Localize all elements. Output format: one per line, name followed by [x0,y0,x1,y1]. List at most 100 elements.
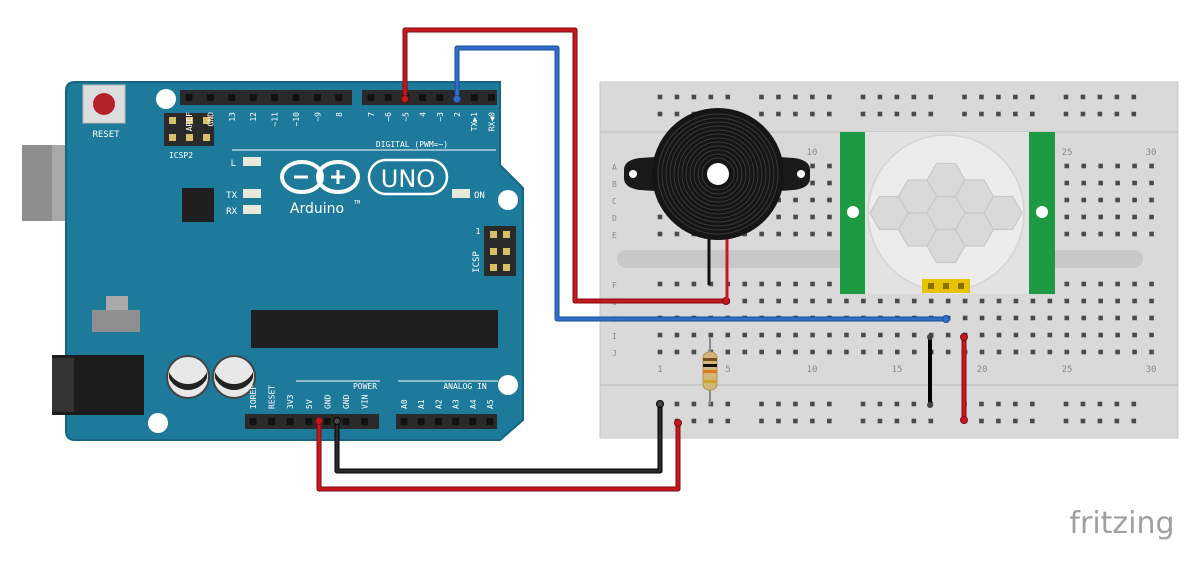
breadboard-hole[interactable] [776,214,781,220]
breadboard-hole[interactable] [945,349,951,355]
breadboard-hole[interactable] [1030,401,1035,407]
breadboard-hole[interactable] [1080,94,1086,100]
breadboard-hole[interactable] [877,111,883,117]
breadboard-hole[interactable] [1030,111,1035,117]
breadboard-hole[interactable] [894,401,900,407]
breadboard-hole[interactable] [674,401,680,407]
breadboard-hole[interactable] [945,332,951,338]
breadboard-hole[interactable] [1131,401,1137,407]
breadboard-hole[interactable] [810,281,815,287]
header-pin[interactable] [305,418,313,425]
breadboard-hole[interactable] [827,281,832,287]
breadboard-hole[interactable] [894,418,900,424]
breadboard-hole[interactable] [1115,349,1120,355]
breadboard-hole[interactable] [674,332,680,338]
breadboard-hole[interactable] [1013,418,1018,424]
breadboard-hole[interactable] [1081,349,1087,355]
breadboard-hole[interactable] [911,418,917,424]
breadboard-hole[interactable] [911,332,917,338]
breadboard-hole[interactable] [810,180,815,186]
breadboard-hole[interactable] [878,332,883,338]
breadboard-hole[interactable] [776,281,781,287]
breadboard-hole[interactable] [1098,197,1103,203]
breadboard-hole[interactable] [1064,281,1070,287]
breadboard-hole[interactable] [996,401,1001,407]
breadboard-hole[interactable] [776,349,781,355]
breadboard-hole[interactable] [844,349,849,355]
breadboard-hole[interactable] [1114,418,1120,424]
breadboard-hole[interactable] [810,214,815,220]
breadboard-hole[interactable] [742,349,748,355]
breadboard-hole[interactable] [810,298,815,304]
breadboard-hole[interactable] [861,332,866,338]
breadboard-hole[interactable] [1149,315,1154,321]
breadboard-hole[interactable] [1080,111,1086,117]
header-pin[interactable] [419,94,427,101]
breadboard-hole[interactable] [827,349,832,355]
breadboard-hole[interactable] [979,349,985,355]
breadboard-hole[interactable] [1115,163,1120,169]
breadboard-hole[interactable] [810,163,815,169]
breadboard-hole[interactable] [1013,315,1019,321]
breadboard-hole[interactable] [1030,349,1036,355]
breadboard-hole[interactable] [1064,315,1070,321]
breadboard-hole[interactable] [1030,332,1036,338]
breadboard-hole[interactable] [793,298,798,304]
breadboard-hole[interactable] [979,315,985,321]
breadboard-hole[interactable] [1132,315,1137,321]
breadboard-hole[interactable] [1030,94,1035,100]
breadboard-hole[interactable] [1132,231,1137,237]
breadboard-hole[interactable] [1047,349,1053,355]
breadboard-hole[interactable] [1115,281,1120,287]
breadboard-hole[interactable] [860,111,866,117]
breadboard-hole[interactable] [996,94,1001,100]
breadboard-hole[interactable] [657,111,663,117]
breadboard-hole[interactable] [708,281,714,287]
breadboard-hole[interactable] [793,94,798,100]
header-pin[interactable] [486,418,494,425]
breadboard-hole[interactable] [1132,197,1137,203]
breadboard-hole[interactable] [844,332,849,338]
breadboard-hole[interactable] [1081,163,1087,169]
breadboard-hole[interactable] [979,401,984,407]
breadboard-hole[interactable] [657,332,663,338]
breadboard-hole[interactable] [759,418,764,424]
breadboard-hole[interactable] [691,401,697,407]
breadboard-hole[interactable] [793,418,798,424]
header-pin[interactable] [268,418,276,425]
breadboard-hole[interactable] [674,231,680,237]
breadboard-hole[interactable] [776,332,781,338]
breadboard-hole[interactable] [1080,418,1086,424]
breadboard-hole[interactable] [725,401,731,407]
breadboard-hole[interactable] [827,332,832,338]
breadboard-hole[interactable] [759,111,764,117]
header-pin[interactable] [249,418,257,425]
breadboard-hole[interactable] [776,418,781,424]
breadboard-hole[interactable] [1030,418,1035,424]
breadboard-hole[interactable] [759,231,764,237]
header-pin[interactable] [228,94,236,101]
breadboard-hole[interactable] [674,349,680,355]
breadboard-hole[interactable] [674,111,680,117]
breadboard-hole[interactable] [1131,94,1137,100]
header-pin[interactable] [361,418,369,425]
breadboard-hole[interactable] [962,298,968,304]
breadboard-hole[interactable] [861,298,866,304]
breadboard-hole[interactable] [742,281,748,287]
breadboard-hole[interactable] [1097,94,1103,100]
breadboard-hole[interactable] [996,315,1002,321]
breadboard-hole[interactable] [827,231,832,237]
breadboard-hole[interactable] [1098,298,1103,304]
breadboard-hole[interactable] [1064,349,1070,355]
breadboard-hole[interactable] [895,298,900,304]
breadboard-hole[interactable] [810,349,815,355]
header-pin[interactable] [417,418,425,425]
breadboard-hole[interactable] [1149,349,1154,355]
breadboard-hole[interactable] [877,94,883,100]
breadboard-hole[interactable] [1149,180,1154,186]
breadboard-hole[interactable] [1097,401,1103,407]
breadboard-hole[interactable] [844,298,849,304]
breadboard-hole[interactable] [1149,163,1154,169]
breadboard-hole[interactable] [759,332,764,338]
breadboard-hole[interactable] [1081,281,1087,287]
